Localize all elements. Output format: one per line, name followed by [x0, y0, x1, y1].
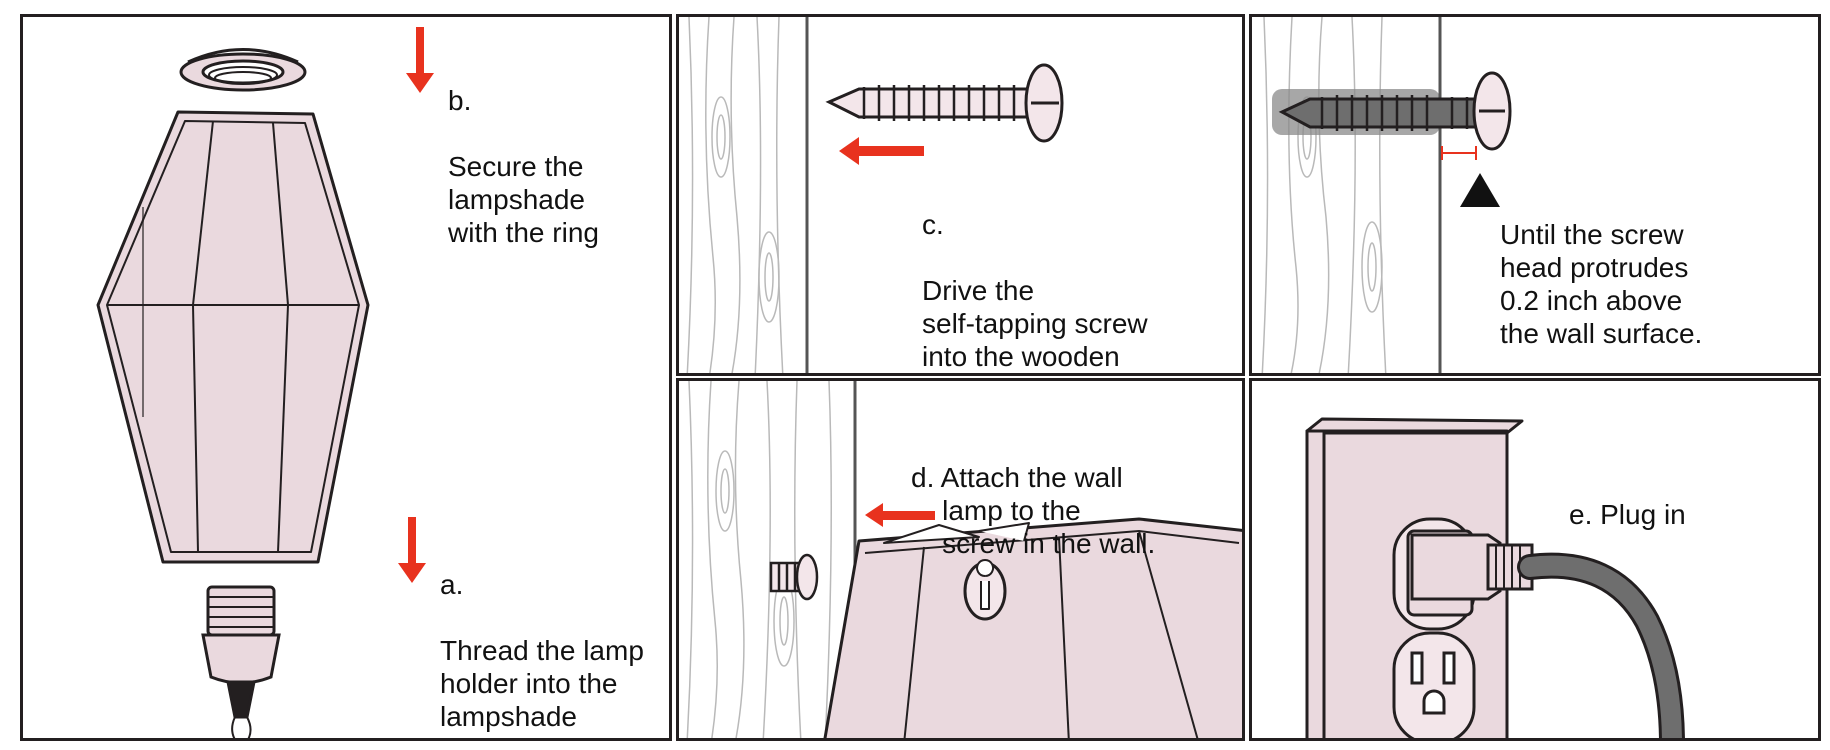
lamp-holder — [201, 585, 281, 738]
panel-plug-in: e. Plug in — [1249, 378, 1821, 741]
lamp-back — [823, 517, 1242, 738]
red-arrow-icon — [839, 137, 924, 165]
screw-depth-illustration — [1261, 17, 1512, 373]
step-d-label: d. Attach the wall lamp to the screw in … — [911, 462, 1156, 559]
plug-in-illustration — [1305, 417, 1685, 738]
panel-screw-depth: Until the screw head protrudes 0.2 inch … — [1249, 14, 1821, 376]
screw-head — [769, 553, 819, 601]
protrusion-note: Until the screw head protrudes 0.2 inch … — [1500, 219, 1703, 349]
step-e-label: e. Plug in — [1569, 499, 1686, 530]
red-arrow-icon — [406, 27, 434, 93]
wood-wall — [686, 381, 857, 738]
plug — [1410, 533, 1534, 601]
step-a-label: a. Thread the lamp holder into the lamps… — [440, 569, 644, 732]
red-arrow-icon — [865, 503, 935, 527]
protrusion-dimension — [1441, 146, 1477, 160]
lampshade — [96, 110, 370, 564]
wood-wall — [679, 17, 809, 373]
warning-triangle-icon — [1460, 173, 1500, 207]
step-c-label: c. Drive the self-tapping screw into the… — [922, 209, 1148, 372]
wood-wall — [1261, 17, 1387, 373]
power-cord-fill — [1520, 555, 1682, 738]
red-arrow-icon — [398, 517, 426, 583]
screw — [1278, 71, 1512, 151]
panel-attach-lamp: d. Attach the wall lamp to the screw in … — [676, 378, 1245, 741]
attach-lamp-illustration — [686, 381, 1242, 738]
assembly-illustration — [96, 27, 434, 738]
drive-screw-illustration — [679, 17, 1064, 373]
step-b-label: b. Secure the lampshade with the ring — [448, 85, 599, 248]
panel-drive-screw: c. Drive the self-tapping screw into the… — [676, 14, 1245, 376]
panel-assembly: b. Secure the lampshade with the ring a.… — [20, 14, 672, 741]
lampshade-ring — [179, 48, 307, 92]
screw — [825, 63, 1064, 143]
outlet-receptacle-bottom — [1392, 631, 1476, 738]
